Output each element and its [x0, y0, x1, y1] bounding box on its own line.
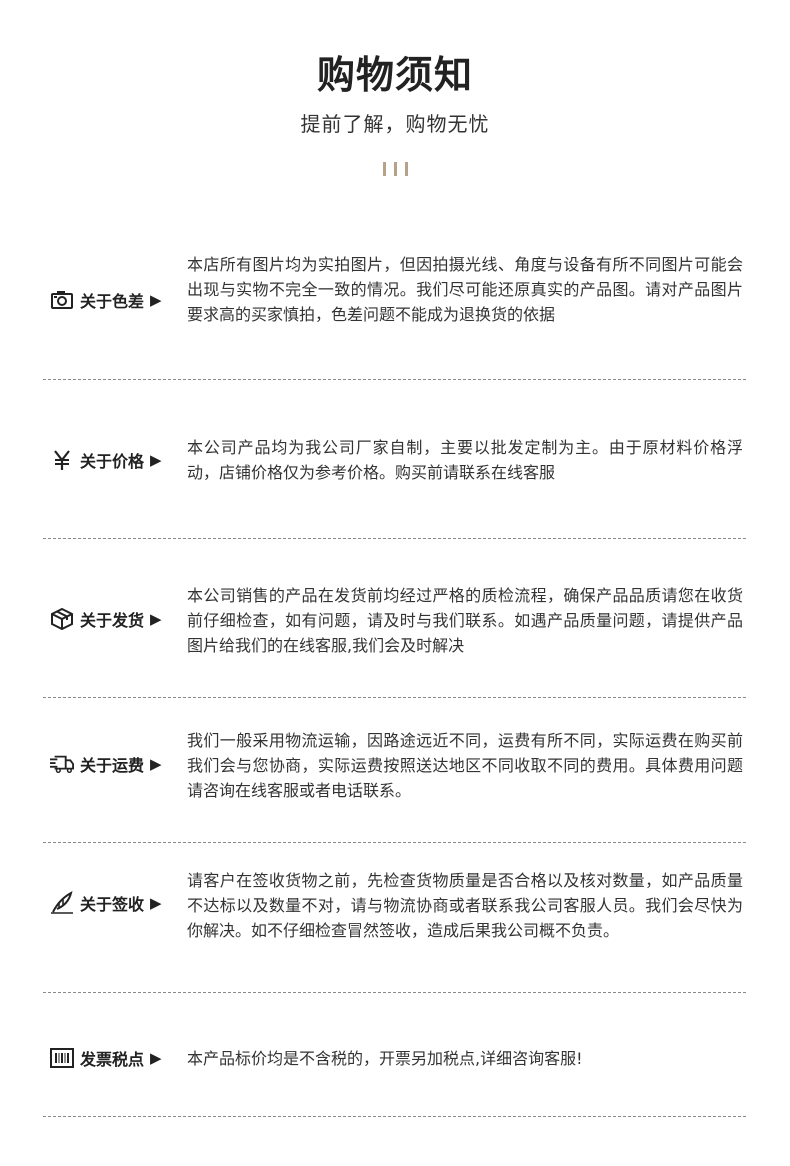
arrow-right-icon: ▶: [150, 610, 162, 628]
dashed-divider: [43, 842, 746, 843]
section-label: 关于签收 ▶: [50, 891, 162, 915]
dashed-divider: [43, 538, 746, 539]
arrow-right-icon: ▶: [150, 894, 162, 912]
section-text: 本店所有图片均为实拍图片，但因拍摄光线、角度与设备有所不同图片可能会出现与实物不…: [187, 255, 743, 324]
barcode-icon: [50, 1046, 74, 1070]
section-label: 关于运费 ▶: [50, 752, 162, 776]
arrow-right-icon: ▶: [150, 1049, 162, 1067]
yen-icon: [50, 448, 74, 472]
section-label: 发票税点 ▶: [50, 1046, 162, 1070]
title-decoration: [383, 162, 409, 176]
section-title: 关于色差: [80, 292, 145, 311]
arrow-right-icon: ▶: [150, 291, 162, 309]
dashed-divider: [43, 1116, 746, 1117]
section-title: 关于发货: [80, 611, 145, 630]
section-text: 本公司产品均为我公司厂家自制，主要以批发定制为主。由于原材料价格浮动，店铺价格仅…: [187, 438, 743, 482]
delivery-truck-icon: [50, 752, 74, 776]
section-title: 关于运费: [80, 756, 145, 775]
arrow-right-icon: ▶: [150, 755, 162, 773]
section-label: 关于发货 ▶: [50, 607, 162, 631]
section-text: 本产品标价均是不含税的，开票另加税点,详细咨询客服!: [187, 1049, 583, 1068]
section-label: 关于价格 ▶: [50, 448, 162, 472]
arrow-right-icon: ▶: [150, 451, 162, 469]
section-title: 关于价格: [80, 452, 145, 471]
dashed-divider: [43, 697, 746, 698]
dashed-divider: [43, 379, 746, 380]
camera-icon: [50, 288, 74, 312]
section-text: 我们一般采用物流运输，因路途远近不同，运费有所不同，实际运费在购买前我们会与您协…: [187, 731, 743, 800]
dashed-divider: [43, 992, 746, 993]
section-text: 请客户在签收货物之前，先检查货物质量是否合格以及核对数量，如产品质量不达标以及数…: [187, 871, 743, 940]
section-text: 本公司销售的产品在发货前均经过严格的质检流程，确保产品品质请您在收货前仔细检查，…: [187, 586, 743, 655]
section-title: 关于签收: [80, 895, 145, 914]
page-subtitle: 提前了解，购物无忧: [300, 112, 490, 136]
section-title: 发票税点: [80, 1050, 145, 1069]
package-icon: [50, 607, 74, 631]
quill-pen-icon: [50, 891, 74, 915]
section-label: 关于色差 ▶: [50, 288, 162, 312]
page-title: 购物须知: [316, 53, 473, 97]
